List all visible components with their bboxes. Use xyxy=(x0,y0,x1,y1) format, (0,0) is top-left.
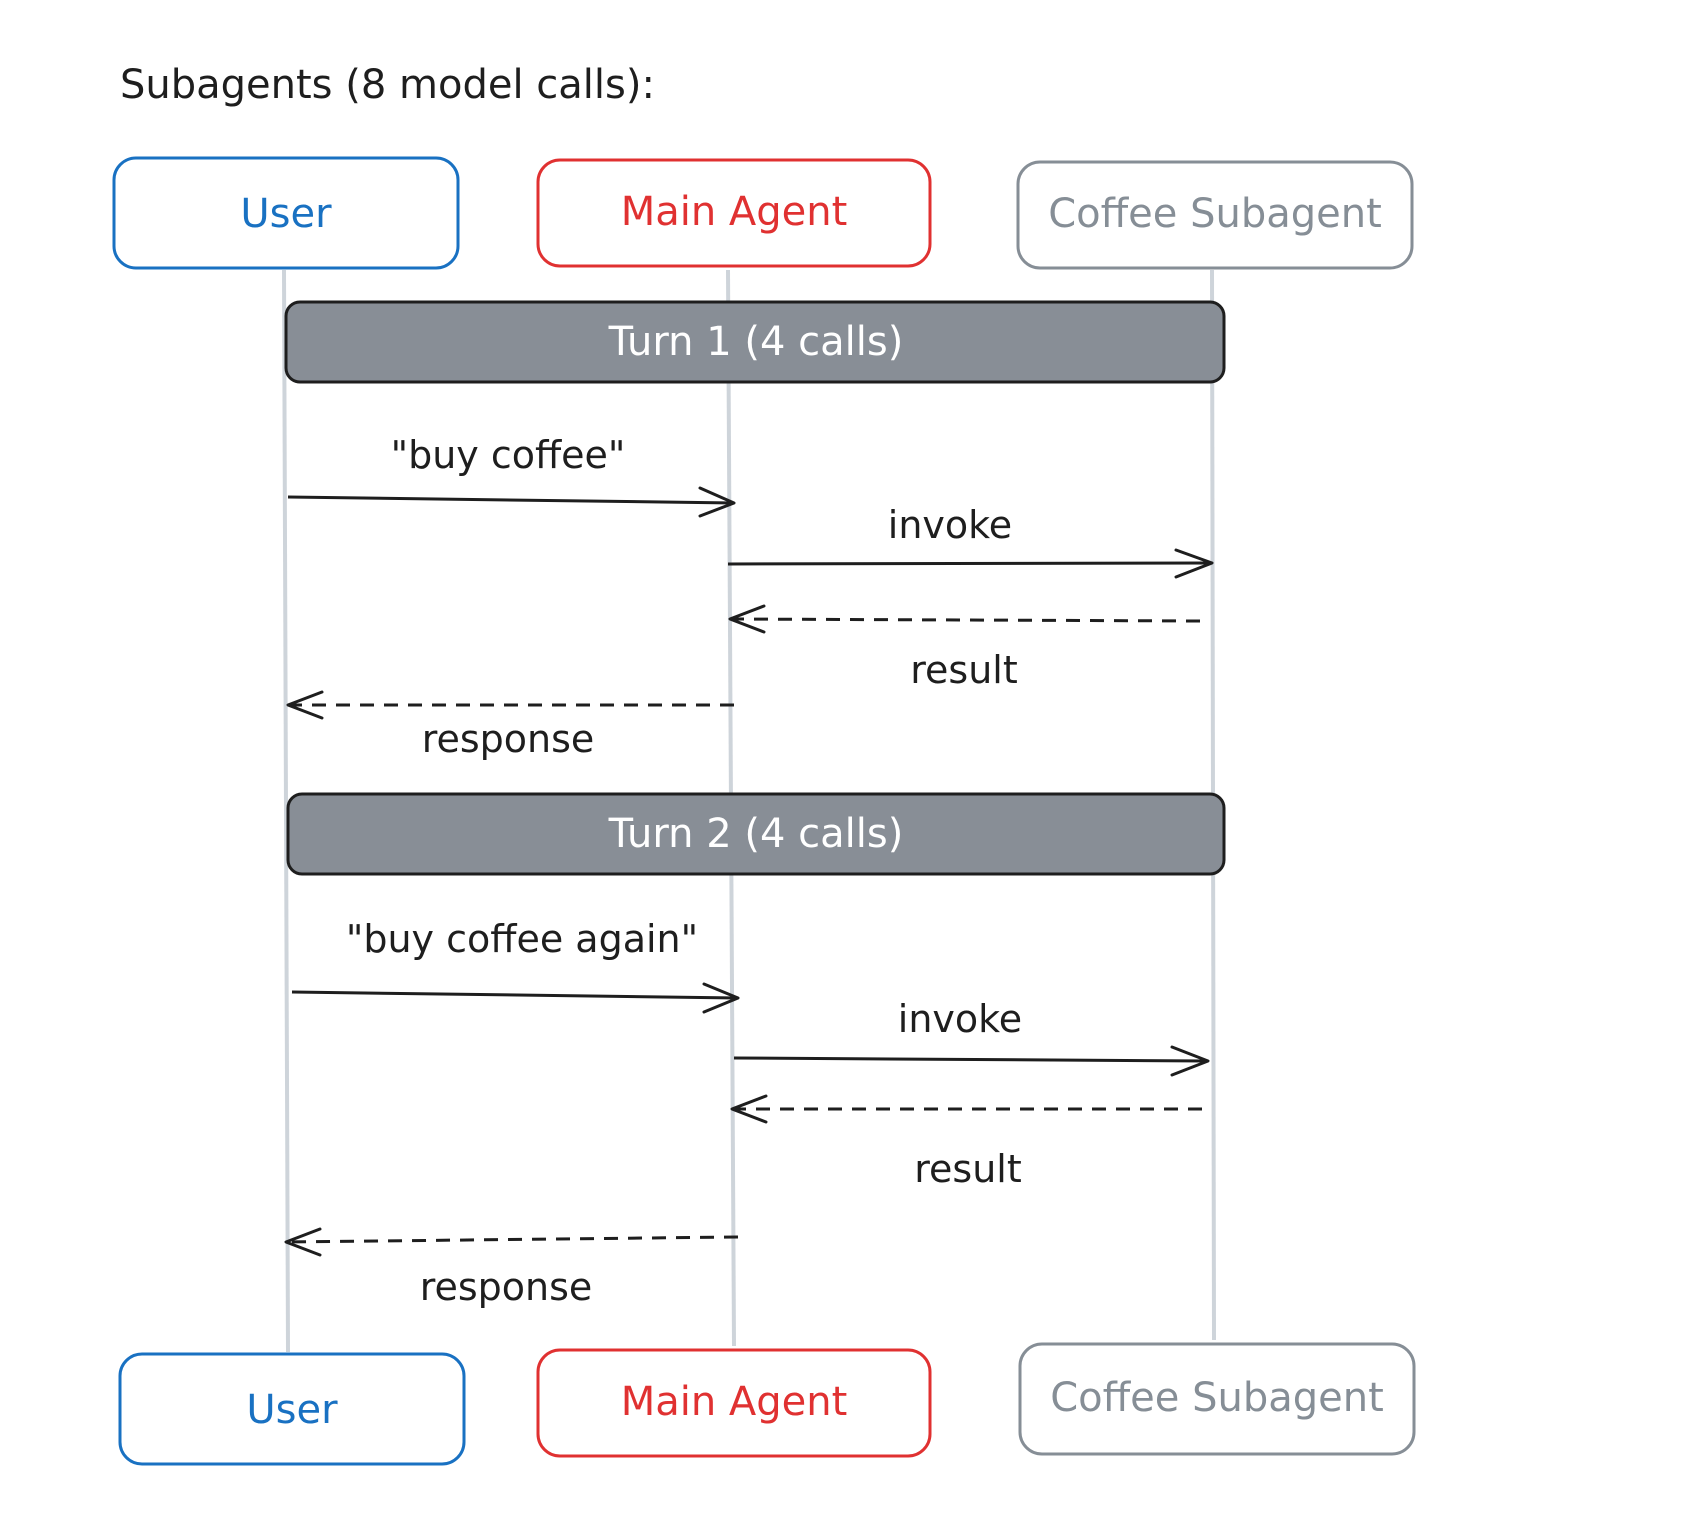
participant-user-top: User xyxy=(112,156,460,270)
message-response: response xyxy=(284,1227,739,1309)
participant-label: User xyxy=(246,1387,338,1433)
participant-label: Main Agent xyxy=(621,1379,848,1425)
participant-box xyxy=(112,156,460,270)
message-label: result xyxy=(910,648,1018,692)
participant-box xyxy=(118,1352,466,1466)
message-label: "buy coffee" xyxy=(391,433,626,477)
message-invoke: invoke xyxy=(727,503,1214,579)
message-buy-coffee: "buy coffee" xyxy=(287,433,736,518)
message-label: invoke xyxy=(888,503,1012,547)
arrow-head xyxy=(284,1227,322,1257)
lifeline-user xyxy=(282,269,290,1353)
arrow-line xyxy=(285,1235,739,1244)
participant-coffee-subagent-top: Coffee Subagent xyxy=(1016,160,1414,270)
message-invoke: invoke xyxy=(733,997,1210,1077)
arrow-line xyxy=(729,617,1201,623)
message-result: result xyxy=(728,604,1201,692)
participant-box xyxy=(536,1348,932,1458)
participant-main-agent-bottom: Main Agent xyxy=(536,1348,932,1458)
arrow-head xyxy=(698,486,736,518)
message-label: response xyxy=(422,717,595,761)
participant-label: Coffee Subagent xyxy=(1050,1375,1384,1421)
arrow-head xyxy=(728,604,766,634)
turn-box xyxy=(286,792,1226,876)
arrow-line xyxy=(287,495,735,505)
turn-label: Turn 2 (4 calls) xyxy=(608,811,904,857)
participant-user-bottom: User xyxy=(118,1352,466,1466)
turn-label: Turn 1 (4 calls) xyxy=(608,319,904,365)
message-response: response xyxy=(286,690,734,761)
participant-label: Main Agent xyxy=(621,189,848,235)
turn-box xyxy=(284,300,1226,384)
participant-box xyxy=(1018,1342,1416,1456)
message-label: "buy coffee again" xyxy=(346,917,698,961)
diagram-title: Subagents (8 model calls): xyxy=(120,62,655,108)
arrow-line xyxy=(727,561,1213,566)
message-label: response xyxy=(420,1265,593,1309)
arrow-head xyxy=(1170,1045,1210,1077)
participant-box xyxy=(1016,160,1414,270)
arrow-head xyxy=(702,982,740,1014)
arrow-line xyxy=(291,990,739,1000)
participant-label: User xyxy=(240,191,332,237)
message-label: invoke xyxy=(898,997,1022,1041)
message-label: result xyxy=(914,1147,1022,1191)
arrow-line xyxy=(733,1056,1209,1063)
participant-box xyxy=(536,158,932,268)
participant-label: Coffee Subagent xyxy=(1048,191,1382,237)
arrow-head xyxy=(286,690,324,720)
participant-coffee-subagent-bottom: Coffee Subagent xyxy=(1018,1342,1416,1456)
participant-main-agent-top: Main Agent xyxy=(536,158,932,268)
turn-2-banner: Turn 2 (4 calls) xyxy=(286,792,1226,876)
message-result: result xyxy=(730,1094,1202,1191)
arrow-head xyxy=(730,1094,768,1124)
arrow-head xyxy=(1174,548,1214,579)
turn-1-banner: Turn 1 (4 calls) xyxy=(284,300,1226,384)
message-buy-coffee-again: "buy coffee again" xyxy=(291,917,740,1014)
